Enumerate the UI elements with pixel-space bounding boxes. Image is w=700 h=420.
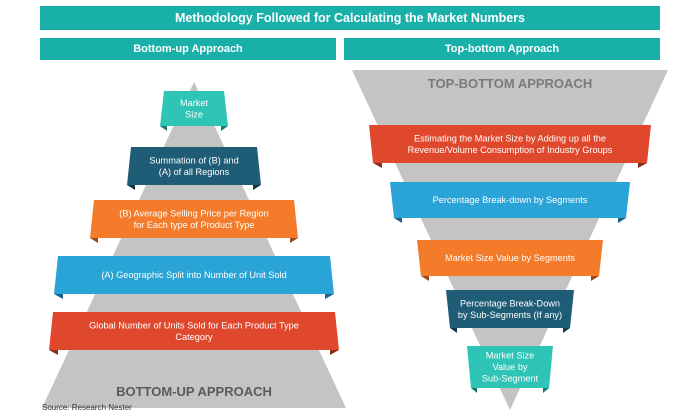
bottom-up-step-text: Size (185, 109, 203, 119)
top-bottom-step-3: Market Size Value by Segments (417, 240, 603, 281)
source-note: Source: Research Nester (42, 403, 132, 412)
top-bottom-step-fold (638, 163, 647, 168)
bottom-up-step-text: (A) Geographic Split into Number of Unit… (101, 270, 286, 280)
bottom-up-step-text: for Each type of Product Type (134, 220, 255, 230)
top-bottom-step-fold (618, 218, 626, 223)
bottom-up-step-4: (A) Geographic Split into Number of Unit… (54, 256, 334, 299)
bottom-up-step-band (54, 256, 334, 294)
top-bottom-header: Top-bottom Approach (344, 38, 660, 60)
top-bottom-step-fold (373, 163, 382, 168)
top-bottom-step-fold (421, 276, 429, 281)
top-bottom-step-fold (450, 328, 457, 333)
bottom-up-step-fold (253, 185, 261, 190)
bottom-up-pyramid-label: BOTTOM-UP APPROACH (116, 384, 272, 399)
bottom-up-step-band (127, 147, 261, 185)
bottom-up-step-fold (290, 238, 298, 243)
bottom-up-step-2: Summation of (B) and (A) of all Regions (127, 147, 261, 190)
bottom-up-step-text: Global Number of Units Sold for Each Pro… (89, 320, 299, 330)
top-bottom-step-fold (471, 388, 477, 393)
bottom-up-step-text: Market (180, 98, 209, 108)
bottom-up-step-fold (127, 185, 135, 190)
top-bottom-step-text: Estimating the Market Size by Adding up … (414, 133, 606, 143)
top-bottom-step-text: Sub-Segment (482, 374, 539, 384)
top-bottom-step-fold (543, 388, 549, 393)
bottom-up-step-fold (160, 126, 167, 131)
top-bottom-step-4: Percentage Break-Down by Sub-Segments (If… (446, 290, 574, 333)
bottom-up-step-5: Global Number of Units Sold for Each Pro… (49, 312, 339, 355)
top-bottom-step-text: Revenue/Volume Consumption of Industry G… (408, 145, 613, 155)
top-bottom-step-text: by Sub-Segments (If any) (458, 310, 562, 320)
main-header: Methodology Followed for Calculating the… (40, 6, 660, 30)
top-bottom-step-1: Estimating the Market Size by Adding up … (369, 125, 651, 168)
top-bottom-step-fold (394, 218, 402, 223)
bottom-up-step-3: (B) Average Selling Price per Region for … (90, 200, 298, 243)
bottom-up-header: Bottom-up Approach (40, 38, 336, 60)
top-bottom-step-text: Percentage Break-down by Segments (433, 195, 588, 205)
bottom-up-step-fold (54, 294, 63, 299)
top-bottom-funnel-label: TOP-BOTTOM APPROACH (428, 76, 592, 91)
bottom-up-step-band (49, 312, 339, 350)
top-bottom-step-text: Market Size Value by Segments (445, 253, 575, 263)
top-bottom-step-band (467, 346, 553, 388)
top-bottom-step-band (446, 290, 574, 328)
top-bottom-step-band (369, 125, 651, 163)
bottom-up-pyramid (42, 82, 346, 408)
top-bottom-step-text: Market Size (486, 351, 535, 361)
bottom-up-step-fold (221, 126, 228, 131)
top-bottom-step-text: Value by (492, 362, 527, 372)
top-bottom-step-fold (591, 276, 599, 281)
bottom-up-step-text: (A) of all Regions (159, 167, 230, 177)
top-bottom-step-band (390, 182, 630, 218)
top-bottom-steps: Estimating the Market Size by Adding up … (369, 125, 651, 393)
top-bottom-step-text: Percentage Break-Down (460, 298, 560, 308)
bottom-up-step-fold (325, 294, 334, 299)
bottom-up-step-band (90, 200, 298, 238)
bottom-up-step-fold (330, 350, 339, 355)
top-bottom-step-fold (563, 328, 570, 333)
bottom-up-step-text: Category (175, 332, 213, 342)
top-bottom-step-band (417, 240, 603, 276)
top-bottom-step-2: Percentage Break-down by Segments (390, 182, 630, 223)
bottom-up-step-text: Summation of (B) and (149, 155, 238, 165)
bottom-up-step-band (160, 91, 228, 126)
bottom-up-step-fold (90, 238, 98, 243)
bottom-up-step-fold (49, 350, 58, 355)
bottom-up-step-text: (B) Average Selling Price per Region (119, 208, 268, 218)
